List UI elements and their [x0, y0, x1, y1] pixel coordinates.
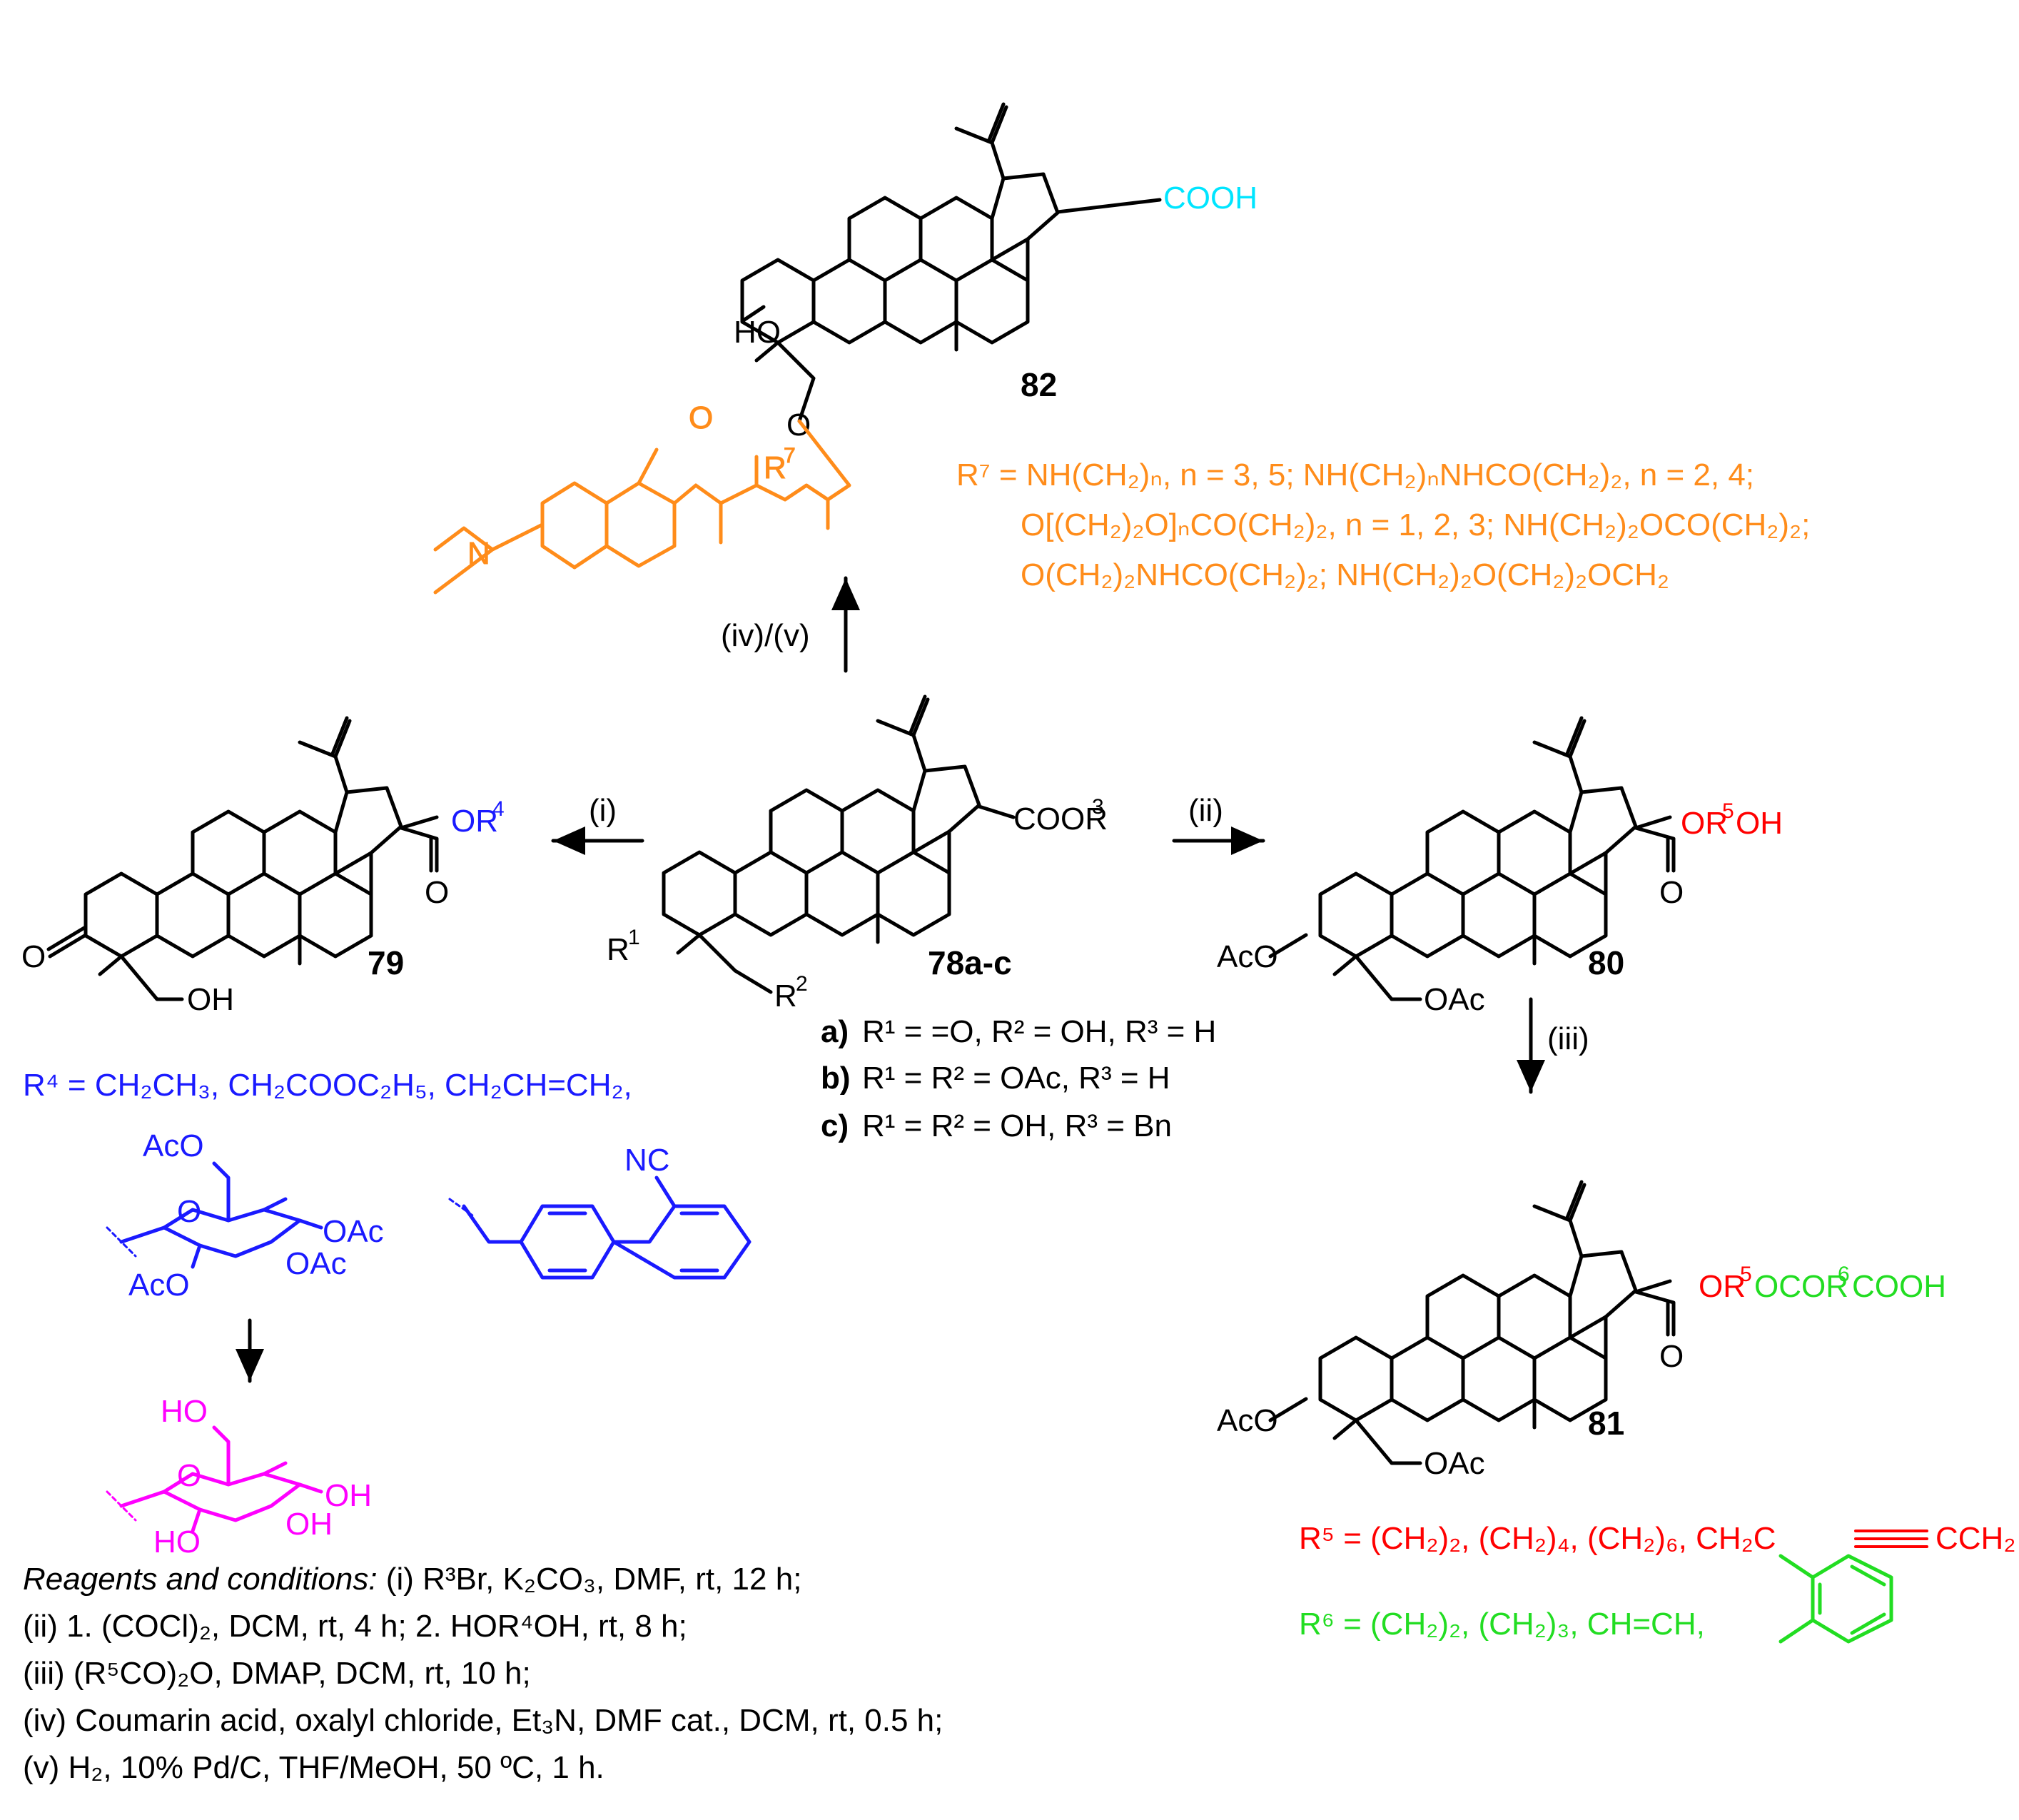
sugar-aco6: AcO [143, 1128, 204, 1163]
r5-r6-definitions: R⁵ = (CH₂)₂, (CH₂)₄, (CH₂)₆, CH₂C CCH₂ R… [1299, 1521, 2015, 1644]
r7-line3: O(CH₂)₂NHCO(CH₂)₂; NH(CH₂)₂O(CH₂)₂OCH₂ [1021, 557, 1669, 592]
triple-bond-icon [1854, 1530, 1928, 1548]
c80-carbonyl-o: O [1659, 875, 1684, 910]
r7-line2: O[(CH₂)₂O]ₙCO(CH₂)₂, n = 1, 2, 3; NH(CH₂… [1021, 507, 1810, 542]
c81-cooh-label: COOH [1852, 1269, 1946, 1304]
svg-text:b): b) [821, 1061, 851, 1096]
c81-ocor-label: OCOR [1754, 1269, 1848, 1304]
arrow-i: (i) [551, 793, 644, 855]
conditions-heading: Reagents and conditions: [23, 1562, 378, 1597]
c78-r2-label: R [774, 979, 797, 1013]
c78-r2-sup: 2 [796, 972, 808, 996]
sugar-aco2: AcO [128, 1268, 190, 1303]
c79-label: 79 [368, 944, 404, 981]
c81-or-label: OR [1699, 1269, 1746, 1304]
r7-definitions: R⁷ = NH(CH₂)ₙ, n = 3, 5; NH(CH₂)ₙNHCO(CH… [956, 457, 1810, 592]
condition-iii: (iii) (R⁵CO)₂O, DMAP, DCM, rt, 10 h; [23, 1656, 531, 1691]
compound-80: OR 5 OH O AcO OAc 80 [1217, 718, 1783, 1017]
arrow-iii: (iii) [1517, 997, 1589, 1094]
r4-definitions: R⁴ = CH₂CH₃, CH₂COOC₂H₅, CH₂CH=CH₂, AcO … [23, 1068, 752, 1559]
condition-v: (v) H₂, 10% Pd/C, THF/MeOH, 50 ºC, 1 h. [23, 1750, 604, 1785]
c78-r1-label: R [607, 932, 629, 967]
c82-label: 82 [1021, 366, 1057, 403]
coumarin-fragment: N R 7 O [433, 400, 851, 595]
c81-label: 81 [1588, 1405, 1624, 1442]
variant-list: a) R¹ = =O, R² = OH, R³ = H b) R¹ = R² =… [821, 1014, 1216, 1143]
reaction-conditions: Reagents and conditions: (i) R³Br, K₂CO₃… [23, 1556, 943, 1791]
c80-or-sup: 5 [1722, 799, 1734, 823]
ortho-phenylene [1778, 1554, 1893, 1644]
c81-oac-label: OAc [1424, 1446, 1485, 1481]
coumarin-lactone-o: O [689, 400, 713, 435]
c81-ocor-sup: 6 [1838, 1263, 1850, 1286]
c80-aco-label: AcO [1217, 939, 1278, 974]
condition-i: (i) R³Br, K₂CO₃, DMF, rt, 12 h; [377, 1562, 802, 1597]
c78-r1-sup: 1 [628, 926, 640, 949]
arrow-iv-v-label: (iv)/(v) [721, 618, 810, 653]
r7-line1: R⁷ = NH(CH₂)ₙ, n = 3, 5; NH(CH₂)ₙNHCO(CH… [956, 457, 1754, 492]
arrow-ii: (ii) [1172, 793, 1265, 855]
condition-ii: (ii) 1. (COCl)₂, DCM, rt, 4 h; 2. HOR⁴OH… [23, 1609, 687, 1644]
compound-79: OR 4 O O OH 79 [21, 718, 505, 1017]
coumarin-n-label: N [467, 536, 490, 571]
c81-carbonyl-o: O [1659, 1339, 1684, 1374]
r5-text: R⁵ = (CH₂)₂, (CH₂)₄, (CH₂)₆, CH₂C [1299, 1521, 1776, 1556]
sugar-oac-b: OAc [285, 1246, 347, 1281]
c80-oac-label: OAc [1424, 982, 1485, 1017]
variant-a-text: R¹ = =O, R² = OH, R³ = H [862, 1014, 1216, 1049]
r6-text: R⁶ = (CH₂)₂, (CH₂)₃, CH=CH, [1299, 1607, 1705, 1642]
r5-tail: CCH₂ [1935, 1521, 2015, 1556]
c78-label: 78a-c [928, 944, 1012, 981]
variant-c-key: c) [821, 1108, 849, 1143]
c78-coor-label: COOR [1013, 802, 1108, 836]
arrow-iii-label: (iii) [1547, 1021, 1589, 1056]
deprot-oh-a: OH [325, 1478, 372, 1513]
variant-b-text: R¹ = R² = OAc, R³ = H [862, 1061, 1170, 1096]
coumarin-r7-sup: 7 [784, 444, 796, 467]
sugar-oac-a: OAc [323, 1214, 384, 1249]
c79-carbonyl-o: O [425, 875, 449, 910]
arrow-iv-v: (iv)/(v) [721, 576, 860, 673]
compound-82: HO COOH O 82 [734, 104, 1258, 443]
variant-a-key: a) [821, 1014, 849, 1049]
c82-o-label: O [786, 408, 811, 443]
deprot-oh-b: OH [285, 1507, 333, 1542]
acetyl-glucose: AcO O OAc OAc AcO [106, 1128, 384, 1303]
c81-or-sup: 5 [1740, 1263, 1752, 1286]
arrow-i-label: (i) [589, 793, 617, 828]
deprot-ho2: HO [153, 1525, 201, 1559]
variant-c-text: R¹ = R² = OH, R³ = Bn [862, 1108, 1172, 1143]
condition-iv: (iv) Coumarin acid, oxalyl chloride, Et₃… [23, 1703, 943, 1738]
c81-aco-label: AcO [1217, 1403, 1278, 1438]
c80-label: 80 [1588, 944, 1624, 981]
compound-81: OR 5 OCOR 6 COOH O AcO OAc 81 [1217, 1182, 1946, 1481]
c82-cooh-label: COOH [1163, 181, 1258, 216]
cyanobiphenyl: NC [448, 1143, 752, 1280]
sugar-ring-o: O [177, 1194, 201, 1229]
c80-oh-label: OH [1736, 806, 1783, 841]
biphenyl-nc-label: NC [624, 1143, 670, 1178]
variant-b-key: b) [821, 1061, 851, 1096]
c80-or-label: OR [1681, 806, 1728, 841]
r4-prefix: R⁴ = CH₂CH₃, CH₂COOC₂H₅, CH₂CH=CH₂, [23, 1068, 632, 1103]
coumarin-r7-label: R [764, 450, 786, 485]
svg-text:a): a) [821, 1014, 849, 1049]
svg-text:c): c) [821, 1108, 849, 1143]
arrow-ii-label: (ii) [1188, 793, 1223, 828]
deprot-ho6: HO [161, 1394, 208, 1429]
deprot-ring-o: O [177, 1458, 201, 1493]
c79-or-label: OR [451, 804, 498, 839]
glucose: HO O OH OH HO [106, 1394, 372, 1559]
c79-or-sup: 4 [492, 797, 505, 821]
c78-coor-sup: 3 [1092, 795, 1104, 819]
compound-78: COOR 3 R 1 R 2 78a-c [607, 697, 1108, 1013]
c79-ketone-o: O [21, 939, 46, 974]
c82-ho-label: HO [734, 315, 781, 350]
c79-oh-label: OH [187, 982, 234, 1017]
